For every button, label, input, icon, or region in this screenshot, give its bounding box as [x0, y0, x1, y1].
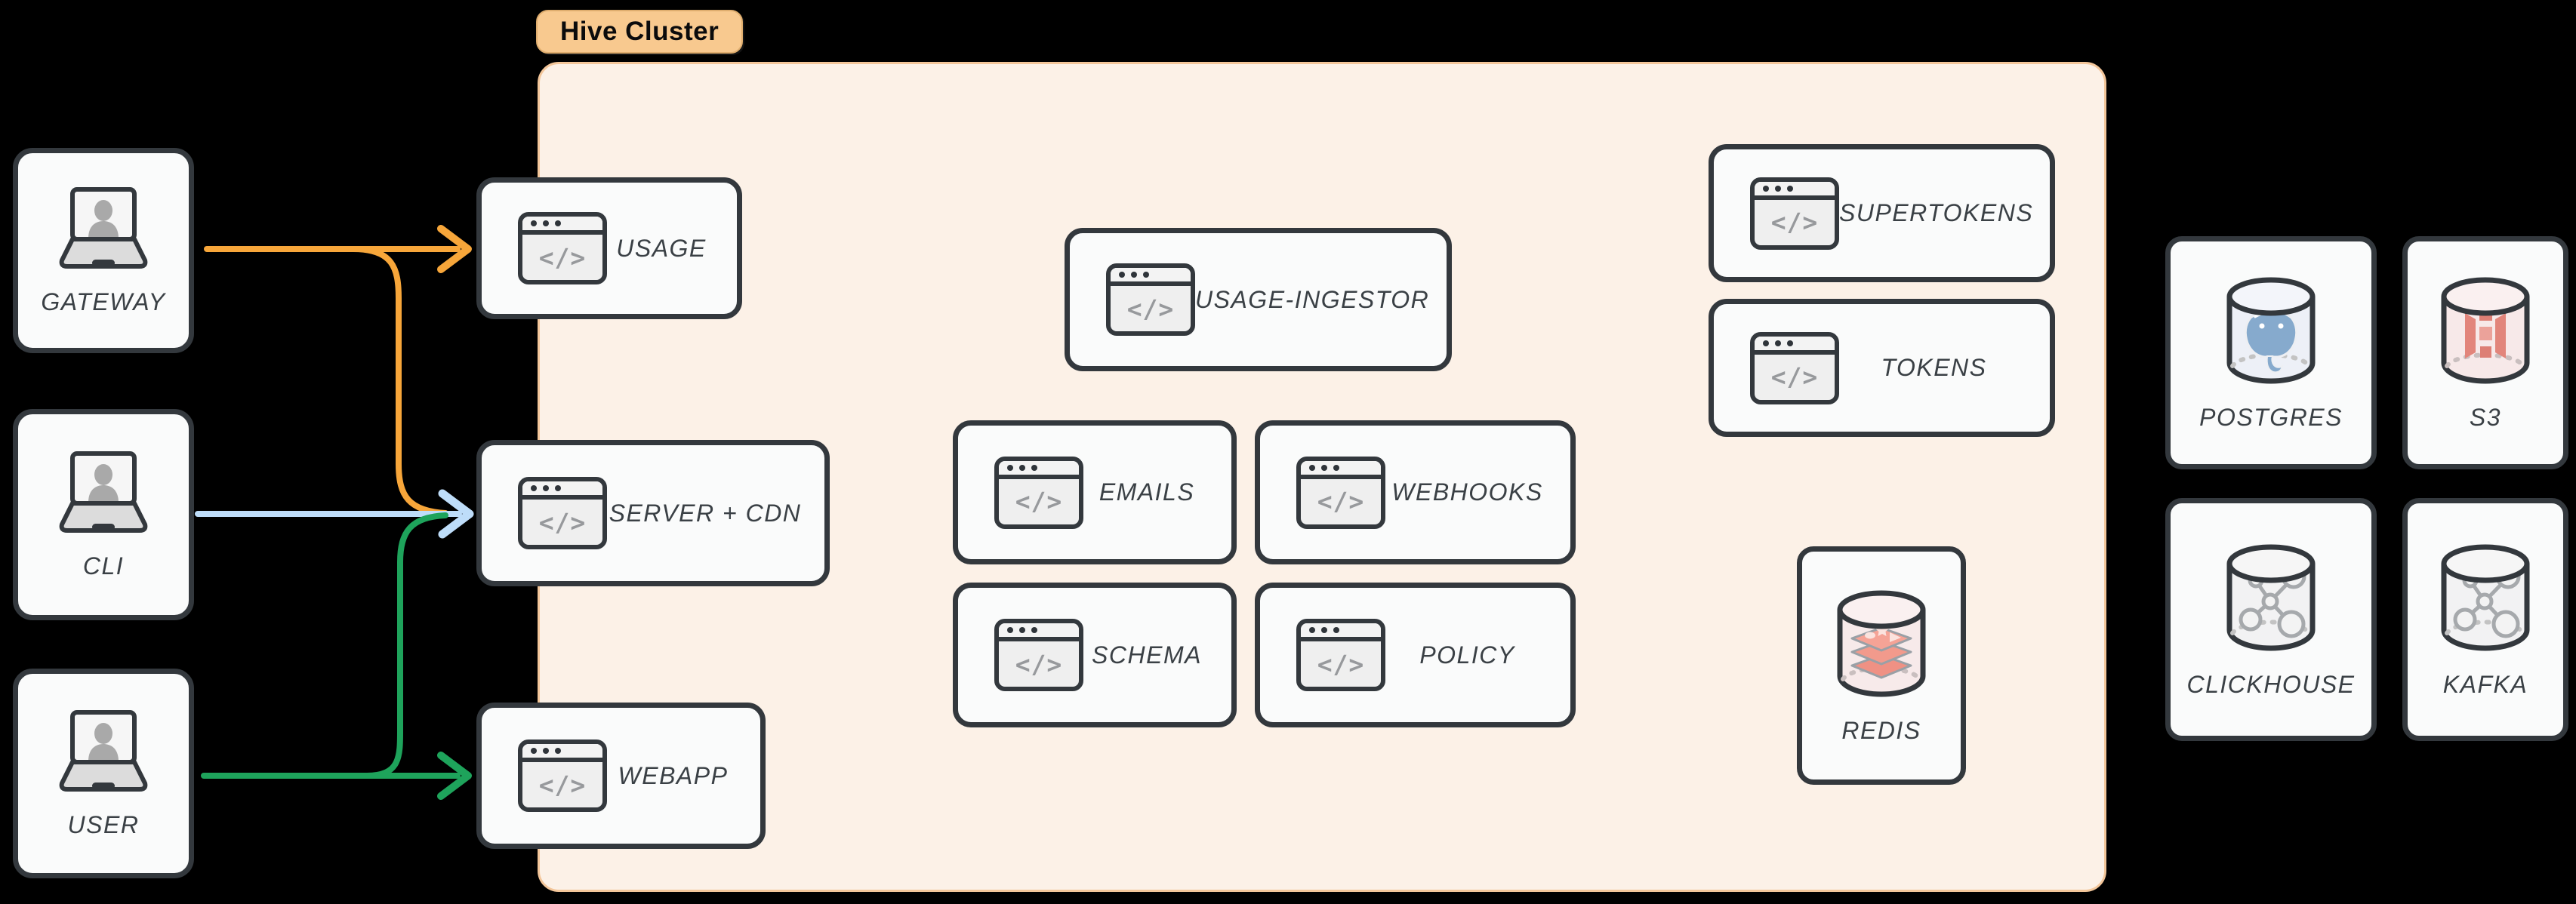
node-user: USER — [13, 669, 194, 878]
code-glyph: </> — [538, 507, 587, 537]
edge-gateway-servercdn — [350, 246, 448, 516]
node-clickhouse: CLICKHOUSE — [2165, 498, 2377, 741]
code-glyph: </> — [1015, 487, 1063, 516]
node-s3-label: S3 — [2469, 404, 2502, 431]
node-schema-label: SCHEMA — [1092, 641, 1202, 669]
edge-gateway-usage-arrowhead — [437, 225, 472, 273]
node-supertokens: </> SUPERTOKENS — [1709, 144, 2055, 282]
code-window-icon: </> — [518, 739, 607, 812]
code-glyph: </> — [538, 770, 587, 800]
redis-logo — [1850, 626, 1912, 678]
node-usage-ingestor-label: USAGE-INGESTOR — [1195, 285, 1430, 313]
code-glyph: </> — [1317, 487, 1365, 516]
molecule-logo — [2239, 564, 2306, 638]
code-window-icon: </> — [1296, 456, 1385, 529]
code-window-icon: </> — [994, 619, 1083, 691]
node-cli-label: CLI — [82, 552, 125, 580]
code-window-icon: </> — [1296, 619, 1385, 691]
database-cylinder-icon — [2226, 277, 2316, 384]
node-kafka: KAFKA — [2402, 498, 2568, 741]
laptop-user-icon — [59, 709, 148, 792]
node-webapp: </> WEBAPP — [476, 703, 766, 849]
code-window-icon: </> — [518, 212, 607, 284]
code-window-icon: </> — [1106, 263, 1195, 336]
node-tokens: </> TOKENS — [1709, 299, 2055, 437]
code-window-icon: </> — [994, 456, 1083, 529]
node-usage: </> USAGE — [476, 177, 742, 319]
node-webhooks-label: WEBHOOKS — [1391, 478, 1543, 506]
node-supertokens-label: SUPERTOKENS — [1839, 199, 2034, 226]
node-postgres: POSTGRES — [2165, 236, 2377, 469]
node-emails-label: EMAILS — [1098, 478, 1195, 506]
node-redis: REDIS — [1797, 546, 1966, 785]
code-glyph: </> — [538, 242, 587, 272]
postgres-logo — [2244, 309, 2298, 374]
node-usage-ingestor: </> USAGE-INGESTOR — [1065, 228, 1452, 371]
node-webhooks: </> WEBHOOKS — [1255, 420, 1576, 564]
node-postgres-label: POSTGRES — [2199, 404, 2343, 431]
code-window-icon: </> — [518, 477, 607, 549]
code-window-icon: </> — [1750, 177, 1839, 250]
code-glyph: </> — [1317, 649, 1365, 679]
code-glyph: </> — [1126, 294, 1175, 324]
node-server-cdn-label: SERVER + CDN — [609, 499, 802, 527]
node-gateway-label: GATEWAY — [41, 287, 166, 315]
node-usage-label: USAGE — [616, 234, 707, 262]
node-policy-label: POLICY — [1419, 641, 1515, 669]
node-redis-label: REDIS — [1841, 716, 1921, 744]
node-s3: S3 — [2402, 236, 2568, 469]
code-glyph: </> — [1015, 649, 1063, 679]
node-tokens-label: TOKENS — [1881, 354, 1987, 381]
node-policy: </> POLICY — [1255, 583, 1576, 727]
database-cylinder-icon — [2226, 544, 2316, 650]
code-glyph: </> — [1770, 362, 1819, 392]
edge-user-servercdn — [364, 512, 448, 779]
laptop-user-icon — [59, 186, 148, 269]
hive-cluster-label-text: Hive Cluster — [560, 17, 719, 46]
code-window-icon: </> — [1750, 331, 1839, 404]
database-cylinder-icon — [2441, 544, 2530, 650]
edge-cli-servercdn-arrowhead — [438, 489, 474, 539]
hive-cluster-label: Hive Cluster — [536, 10, 744, 54]
laptop-user-icon — [59, 450, 148, 533]
node-cli: CLI — [13, 409, 194, 620]
database-cylinder-icon — [2441, 277, 2530, 384]
node-webapp-label: WEBAPP — [618, 761, 729, 789]
node-emails: </> EMAILS — [953, 420, 1237, 564]
code-glyph: </> — [1770, 208, 1819, 237]
node-server-cdn: </> SERVER + CDN — [476, 440, 830, 586]
edge-user-webapp-arrowhead — [437, 752, 472, 800]
node-clickhouse-label: CLICKHOUSE — [2186, 670, 2356, 698]
database-cylinder-icon — [1837, 590, 1926, 696]
node-gateway: GATEWAY — [13, 148, 194, 353]
node-user-label: USER — [67, 810, 140, 838]
node-schema: </> SCHEMA — [953, 583, 1237, 727]
node-kafka-label: KAFKA — [2442, 670, 2528, 698]
